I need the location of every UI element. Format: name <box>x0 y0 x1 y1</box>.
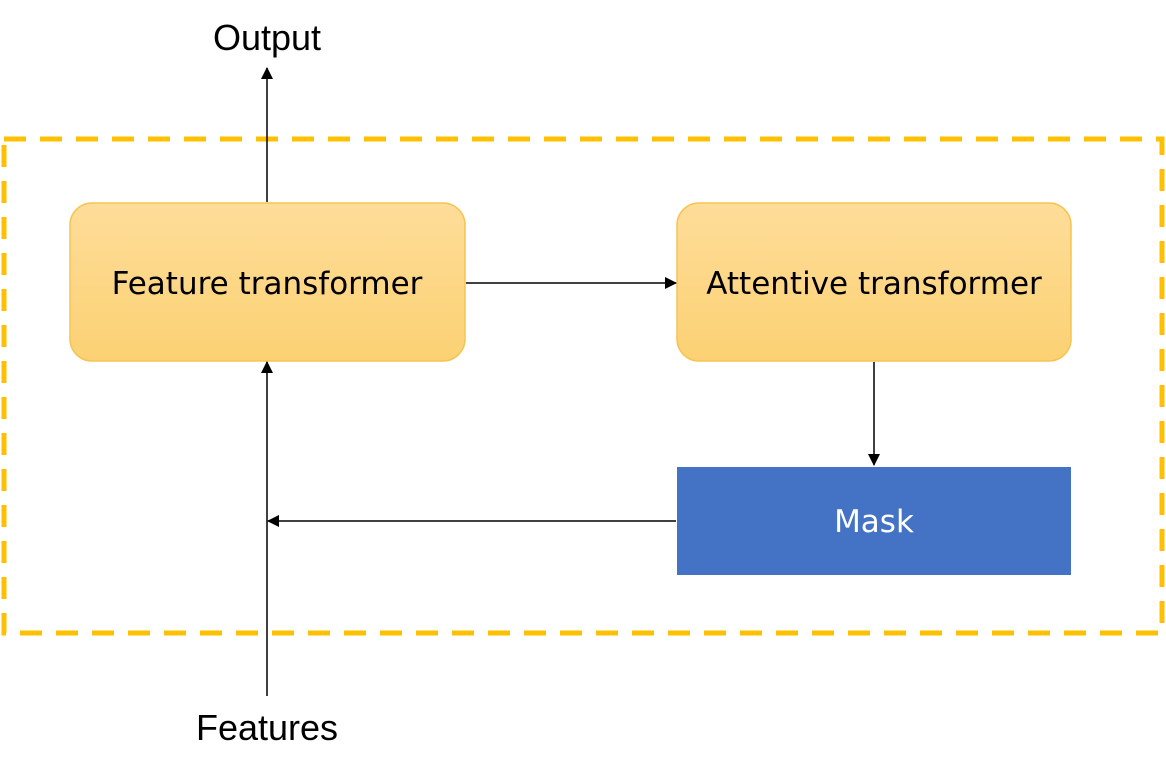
mask-node: Mask <box>677 467 1071 575</box>
attentive-transformer-label: Attentive transformer <box>706 266 1042 302</box>
feature-transformer-node: Feature transformer <box>69 202 466 362</box>
mask-label: Mask <box>834 504 914 540</box>
mask-box <box>677 467 1071 575</box>
feature-transformer-label: Feature transformer <box>112 266 423 302</box>
features-label: Features <box>196 707 338 748</box>
attentive-transformer-node: Attentive transformer <box>676 202 1072 362</box>
output-label: Output <box>213 17 321 58</box>
step-boundary <box>1 136 1165 636</box>
attentive-transformer-box <box>676 202 1072 362</box>
